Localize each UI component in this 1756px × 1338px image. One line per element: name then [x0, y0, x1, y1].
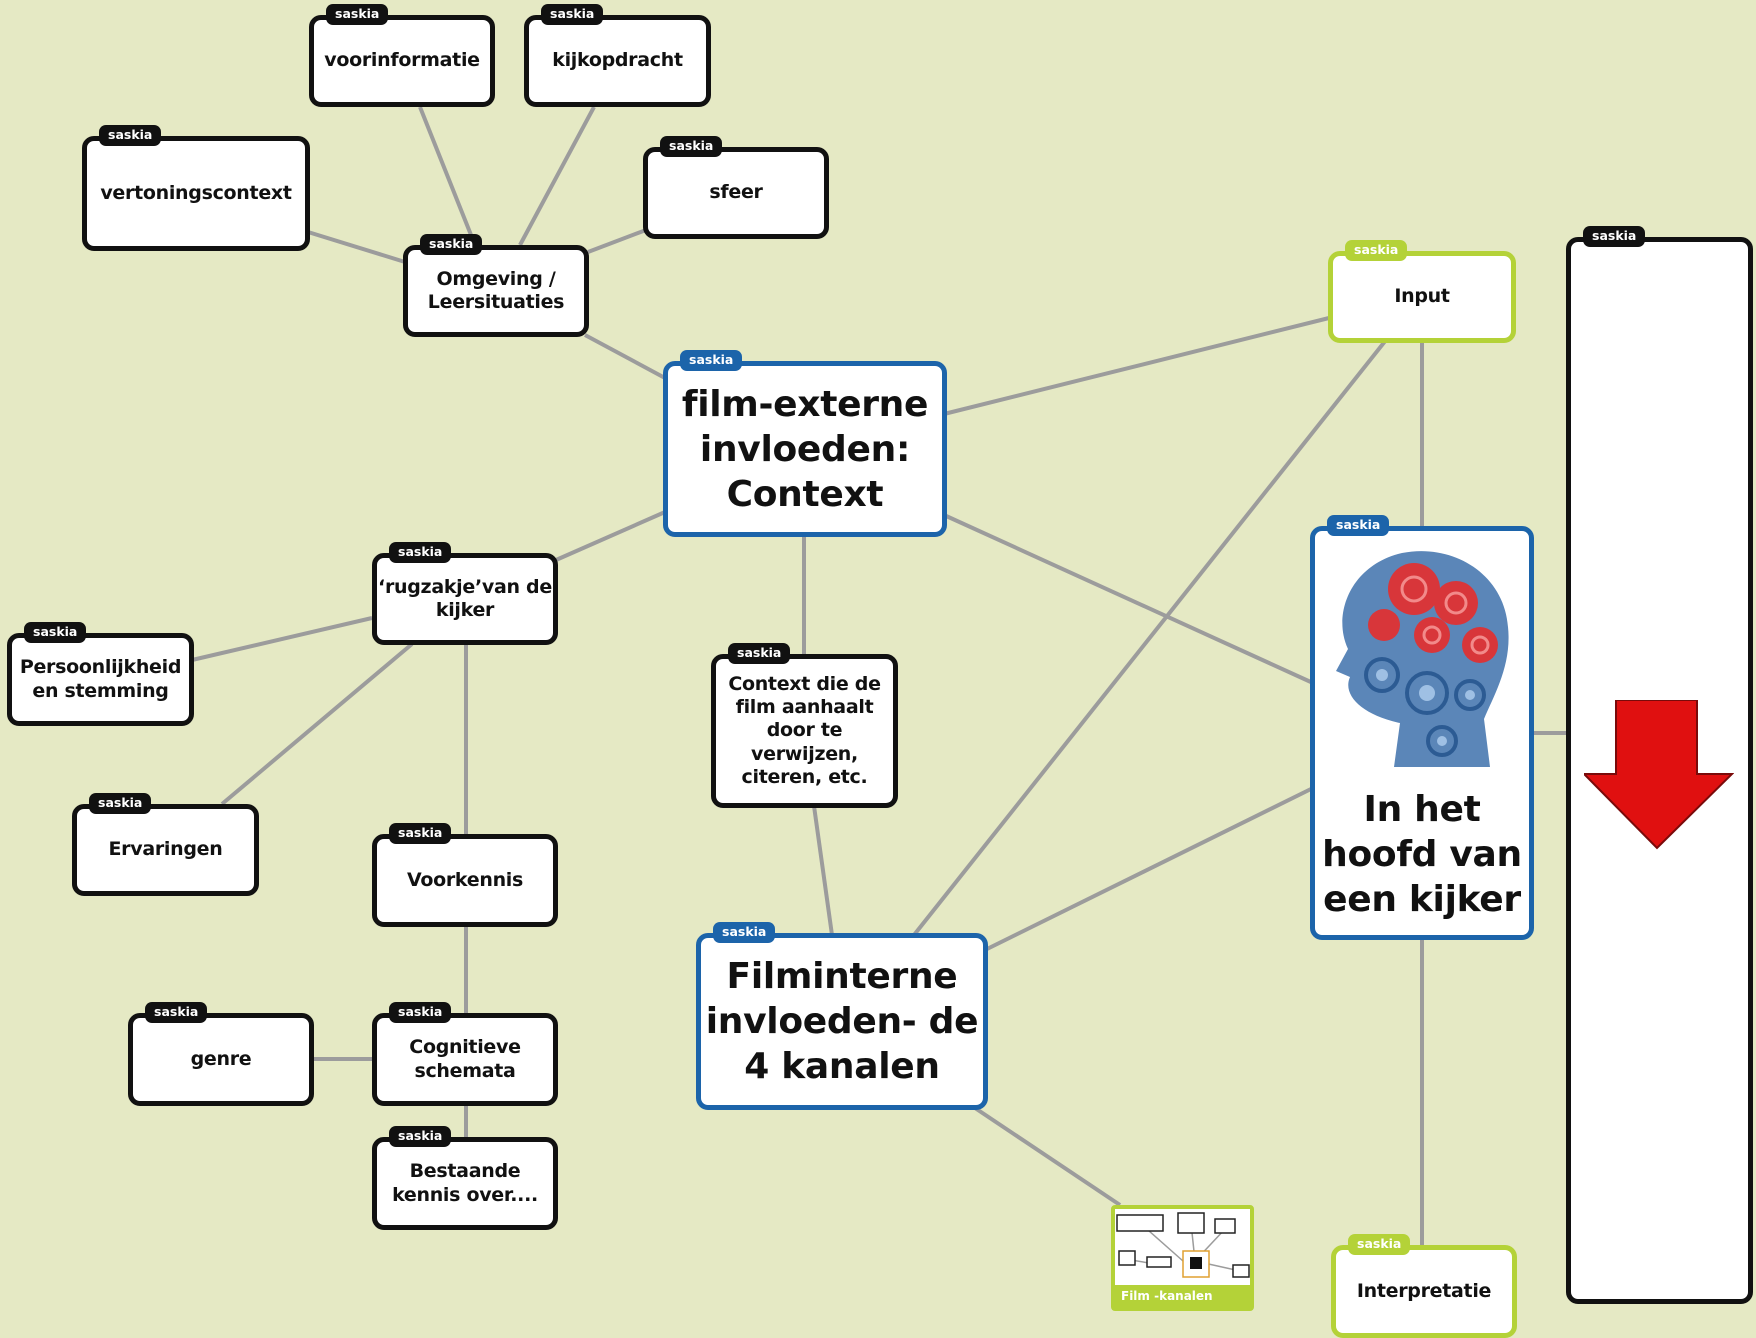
node-label: Interpretatie: [1356, 1279, 1492, 1302]
node-vertoningscontext[interactable]: saskia vertoningscontext: [82, 125, 310, 251]
edge-rugzakje-ervaringen: [220, 642, 414, 806]
node-omgeving[interactable]: saskia Omgeving / Leersituaties: [403, 234, 589, 337]
side-panel[interactable]: saskia: [1566, 226, 1753, 1304]
edge-filminterne-thumbnail: [973, 1106, 1122, 1207]
author-tag: saskia: [389, 1002, 452, 1023]
node-label: Bestaande kennis over....: [392, 1160, 538, 1206]
author-tag: saskia: [89, 793, 152, 814]
edge-omgeving-film-extern: [584, 333, 666, 380]
author-tag: saskia: [1583, 226, 1646, 247]
node-genre[interactable]: saskia genre: [128, 1002, 314, 1106]
thumbnail-label: Film -kanalen: [1115, 1285, 1250, 1307]
node-label: Cognitieve schemata: [409, 1036, 521, 1082]
author-tag: saskia: [680, 350, 743, 371]
author-tag: saskia: [420, 234, 483, 255]
author-tag: saskia: [1345, 240, 1408, 261]
node-label: sfeer: [709, 181, 763, 204]
node-persoonlijkheid[interactable]: saskia Persoonlijkheid en stemming: [7, 622, 194, 726]
author-tag: saskia: [660, 136, 723, 157]
node-voorkennis[interactable]: saskia Voorkennis: [372, 823, 558, 927]
node-label: film-externe invloeden: Context: [681, 383, 929, 515]
node-label: Omgeving / Leersituaties: [427, 267, 565, 313]
mindmap-thumbnail-icon: [1116, 1212, 1250, 1278]
edge-omgeving-vertoningscontext: [307, 230, 406, 264]
red-down-arrow-icon: [1584, 700, 1734, 850]
node-context-film[interactable]: saskia Context die de film aanhaalt door…: [711, 643, 898, 808]
node-label: Ervaringen: [108, 838, 223, 861]
node-label: ‘rugzakje’van de kijker: [378, 575, 552, 621]
node-label: genre: [190, 1047, 252, 1070]
author-tag: saskia: [389, 542, 452, 563]
author-tag: saskia: [389, 1126, 452, 1147]
node-input[interactable]: saskia Input: [1328, 240, 1516, 343]
node-label: Voorkennis: [406, 868, 524, 891]
author-tag: saskia: [541, 4, 604, 25]
edge-filminterne-input: [912, 338, 1388, 937]
node-label: In het hoofd van een kijker: [1322, 789, 1522, 920]
node-filminterne[interactable]: saskia Filminterne invloeden- de 4 kanal…: [696, 922, 988, 1110]
node-film-externe-context[interactable]: saskia film-externe invloeden: Context: [663, 350, 947, 537]
author-tag: saskia: [1348, 1234, 1411, 1255]
node-label: Context die de film aanhaalt door te ver…: [728, 673, 881, 788]
edge-omgeving-kijkopdracht: [518, 106, 596, 246]
edge-omgeving-sfeer: [587, 228, 647, 254]
brain-gears-head-icon: [1336, 551, 1509, 767]
edge-omgeving-voorinformatie: [418, 106, 477, 246]
node-cognitieve-schemata[interactable]: saskia Cognitieve schemata: [372, 1002, 558, 1106]
node-ervaringen[interactable]: saskia Ervaringen: [72, 793, 259, 896]
node-label: Input: [1394, 285, 1450, 308]
edge-film-extern-rugzakje: [555, 510, 666, 562]
edge-film-extern-input: [943, 316, 1330, 416]
node-interpretatie[interactable]: saskia Interpretatie: [1331, 1234, 1517, 1338]
author-tag: saskia: [24, 622, 87, 643]
author-tag: saskia: [728, 643, 791, 664]
node-label: Persoonlijkheid en stemming: [19, 656, 182, 702]
author-tag: saskia: [145, 1002, 208, 1023]
node-label: kijkopdracht: [552, 49, 683, 72]
node-label: voorinformatie: [324, 49, 480, 72]
node-rugzakje[interactable]: saskia ‘rugzakje’van de kijker: [372, 542, 558, 645]
author-tag: saskia: [713, 922, 776, 943]
author-tag: saskia: [99, 125, 162, 146]
node-label: Filminterne invloeden- de 4 kanalen: [705, 956, 979, 1087]
node-sfeer[interactable]: saskia sfeer: [643, 136, 829, 239]
author-tag: saskia: [389, 823, 452, 844]
node-kijkopdracht[interactable]: saskia kijkopdracht: [524, 4, 711, 107]
edge-film-extern-hoofd: [943, 513, 1314, 685]
edge-rugzakje-persoonlijkheid: [191, 616, 373, 662]
node-voorinformatie[interactable]: saskia voorinformatie: [309, 4, 495, 107]
edge-context-filminterne: [812, 805, 834, 936]
node-hoofd-van-kijker[interactable]: saskia In het hoofd van een: [1310, 515, 1534, 940]
author-tag: saskia: [326, 4, 389, 25]
node-label: vertoningscontext: [100, 181, 292, 204]
node-bestaande-kennis[interactable]: saskia Bestaande kennis over....: [372, 1126, 558, 1230]
edge-filminterne-hoofd: [984, 786, 1314, 952]
thumbnail-film-kanalen[interactable]: Film -kanalen: [1111, 1205, 1254, 1311]
author-tag: saskia: [1327, 515, 1390, 536]
